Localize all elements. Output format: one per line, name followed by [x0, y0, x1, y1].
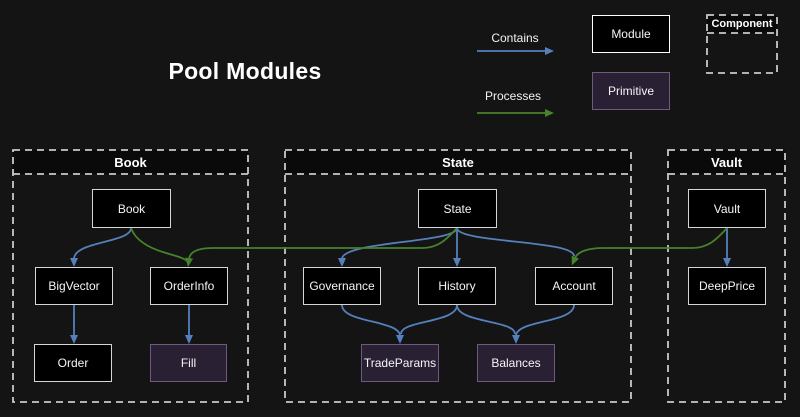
- node-vault: Vault: [688, 189, 766, 228]
- group-border-state: [284, 149, 632, 403]
- edge-governance-tradeparams: [341, 304, 404, 344]
- node-tradeparams-label: TradeParams: [363, 356, 437, 370]
- edge-vault-account: [571, 227, 728, 266]
- node-account: Account: [535, 267, 613, 305]
- node-bigvector: BigVector: [35, 267, 113, 305]
- group-state-label: State: [442, 154, 474, 170]
- node-governance: Governance: [303, 267, 381, 305]
- node-history: History: [418, 267, 496, 305]
- edge-state-orderinfo: [185, 227, 458, 267]
- node-order-label: Order: [57, 356, 89, 370]
- node-account-label: Account: [552, 279, 596, 293]
- node-book: Book: [92, 189, 171, 228]
- node-state-label: State: [443, 201, 472, 216]
- edge-book-bigvector: [70, 227, 132, 267]
- node-deepprice: DeepPrice: [688, 267, 766, 305]
- legend-module-node: Module: [592, 15, 670, 53]
- legend-component-label: Component: [711, 18, 773, 30]
- legend-component-header: Component: [707, 15, 777, 33]
- group-header-book: Book: [13, 150, 248, 174]
- edge-book-orderinfo: [130, 227, 188, 262]
- group-border-vault: [667, 149, 786, 403]
- legend-module-label: Module: [611, 27, 651, 41]
- node-fill-label: Fill: [180, 356, 197, 370]
- edge-state-account: [456, 227, 575, 257]
- legend-component-border: [706, 14, 778, 74]
- node-order: Order: [34, 344, 112, 382]
- node-state: State: [418, 189, 497, 228]
- node-orderinfo-label: OrderInfo: [163, 279, 215, 293]
- edge-history-tradeparams: [400, 304, 458, 335]
- node-book-label: Book: [117, 201, 146, 216]
- group-vault-label: Vault: [710, 154, 743, 170]
- node-orderinfo: OrderInfo: [150, 267, 228, 305]
- page-title: Pool Modules: [168, 58, 322, 84]
- group-book-label: Book: [114, 154, 147, 170]
- node-deepprice-label: DeepPrice: [698, 279, 756, 293]
- group-header-state: State: [285, 150, 631, 174]
- node-tradeparams: TradeParams: [361, 344, 439, 382]
- node-balances-label: Balances: [491, 356, 541, 370]
- node-governance-label: Governance: [309, 279, 375, 293]
- node-history-label: History: [438, 279, 476, 293]
- legend-processes-label: Processes: [484, 89, 542, 103]
- node-vault-label: Vault: [713, 201, 741, 216]
- group-header-vault: Vault: [668, 150, 785, 174]
- node-fill: Fill: [150, 344, 227, 382]
- node-bigvector-label: BigVector: [48, 279, 100, 293]
- edge-history-balances: [456, 304, 516, 335]
- node-balances: Balances: [477, 344, 555, 382]
- legend-contains-label: Contains: [491, 31, 539, 45]
- legend-primitive-node: Primitive: [592, 72, 670, 110]
- group-border-book: [12, 149, 249, 403]
- edge-account-balances: [512, 304, 575, 344]
- legend-primitive-label: Primitive: [607, 84, 654, 98]
